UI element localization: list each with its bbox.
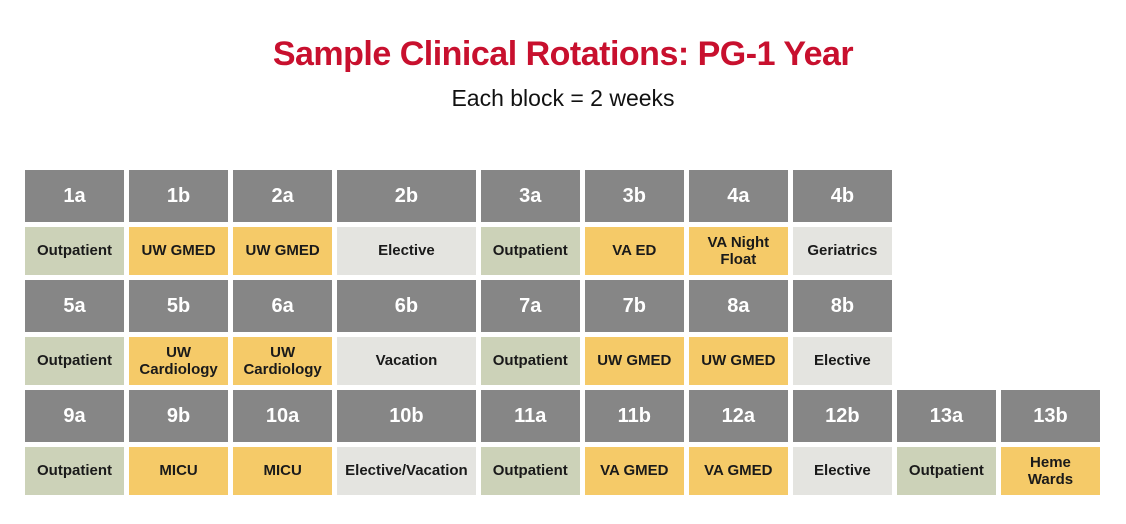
- block-rotation-2a: UW GMED: [233, 227, 333, 275]
- block-header-7a: 7a: [480, 280, 580, 332]
- block-rotation-11b: VA GMED: [584, 447, 684, 495]
- block-rotation-9b: MICU: [129, 447, 229, 495]
- rotation-schedule-graphic: Sample Clinical Rotations: PG-1 Year Eac…: [0, 34, 1126, 524]
- block-header-11b: 11b: [584, 390, 684, 442]
- block-header-12a: 12a: [688, 390, 788, 442]
- block-header-1a: 1a: [25, 170, 125, 222]
- block-rotation-11a: Outpatient: [480, 447, 580, 495]
- block-rotation-5b: UW Cardiology: [129, 337, 229, 385]
- block-header-5b: 5b: [129, 280, 229, 332]
- block-rotation-6a: UW Cardiology: [233, 337, 333, 385]
- block-rotation-4a: VA Night Float: [688, 227, 788, 275]
- block-header-4b: 4b: [792, 170, 892, 222]
- block-rotation-12a: VA GMED: [688, 447, 788, 495]
- block-header-10a: 10a: [233, 390, 333, 442]
- block-rotation-1a: Outpatient: [25, 227, 125, 275]
- block-header-12b: 12b: [792, 390, 892, 442]
- block-rotation-6b: Vacation: [337, 337, 476, 385]
- block-rotation-8b: Elective: [792, 337, 892, 385]
- block-header-3b: 3b: [584, 170, 684, 222]
- block-header-8a: 8a: [688, 280, 788, 332]
- block-header-10b: 10b: [337, 390, 476, 442]
- block-header-1b: 1b: [129, 170, 229, 222]
- block-rotation-10b: Elective/Vacation: [337, 447, 476, 495]
- block-header-8b: 8b: [792, 280, 892, 332]
- block-header-11a: 11a: [480, 390, 580, 442]
- block-rotation-9a: Outpatient: [25, 447, 125, 495]
- page-title: Sample Clinical Rotations: PG-1 Year: [272, 35, 854, 73]
- block-header-13a: 13a: [896, 390, 996, 442]
- block-header-7b: 7b: [584, 280, 684, 332]
- block-rotation-7b: UW GMED: [584, 337, 684, 385]
- block-rotation-10a: MICU: [233, 447, 333, 495]
- block-rotation-4b: Geriatrics: [792, 227, 892, 275]
- block-rotation-8a: UW GMED: [688, 337, 788, 385]
- block-header-3a: 3a: [480, 170, 580, 222]
- block-rotation-2b: Elective: [337, 227, 476, 275]
- block-header-2a: 2a: [233, 170, 333, 222]
- block-rotation-7a: Outpatient: [480, 337, 580, 385]
- block-header-9a: 9a: [25, 390, 125, 442]
- block-rotation-3b: VA ED: [584, 227, 684, 275]
- block-header-2b: 2b: [337, 170, 476, 222]
- block-header-13b: 13b: [1000, 390, 1100, 442]
- block-rotation-13b: Heme Wards: [1000, 447, 1100, 495]
- block-header-5a: 5a: [25, 280, 125, 332]
- block-rotation-3a: Outpatient: [480, 227, 580, 275]
- block-header-4a: 4a: [688, 170, 788, 222]
- page-subtitle: Each block = 2 weeks: [451, 84, 675, 111]
- block-header-6a: 6a: [233, 280, 333, 332]
- block-rotation-1b: UW GMED: [129, 227, 229, 275]
- block-rotation-5a: Outpatient: [25, 337, 125, 385]
- block-rotation-13a: Outpatient: [896, 447, 996, 495]
- block-rotation-12b: Elective: [792, 447, 892, 495]
- block-header-6b: 6b: [337, 280, 476, 332]
- block-header-9b: 9b: [129, 390, 229, 442]
